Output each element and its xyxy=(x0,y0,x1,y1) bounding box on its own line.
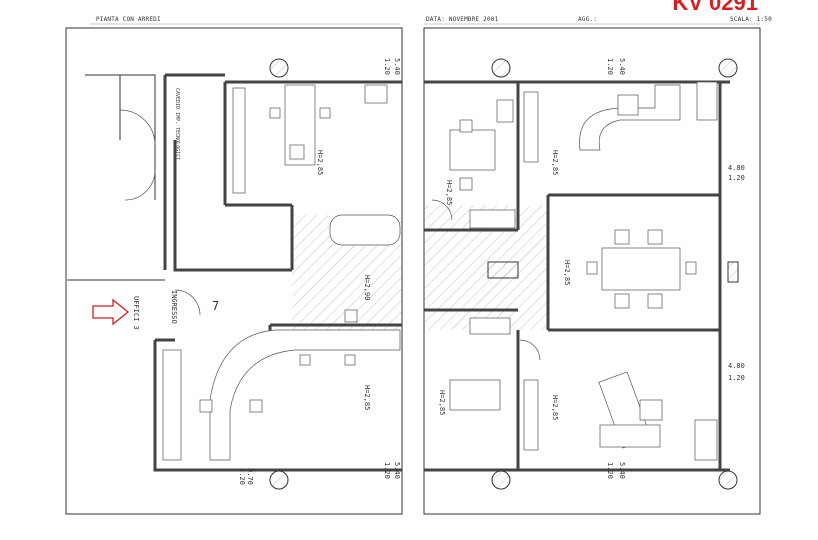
dimension: 4.80 xyxy=(728,362,745,370)
height-label: H=2,85 xyxy=(316,150,324,175)
dimension: 1.20 xyxy=(728,374,745,382)
walls-right xyxy=(424,80,730,472)
entrance-label: INGRESSO xyxy=(170,290,178,324)
reference-code: KV 0291 xyxy=(672,0,758,15)
height-label: H=2,85 xyxy=(445,180,453,205)
height-label: H=2,85 xyxy=(551,395,559,420)
walls-left xyxy=(153,73,402,472)
columns xyxy=(269,58,739,490)
entrance-note: UFFICI 3 xyxy=(132,296,140,330)
dimension: 0.70 xyxy=(246,468,254,485)
drawing-date: DATA: NOVEMBRE 2001 xyxy=(426,16,499,23)
dimension: 1.20 xyxy=(728,174,745,182)
drawing-title: PIANTA CON ARREDI xyxy=(96,16,161,23)
dimension: 1.20 xyxy=(606,58,614,75)
shaft-label: CAVEDIO IMP. TECNOLOGICI xyxy=(174,88,180,160)
dimension: 2.20 xyxy=(238,468,246,485)
dimension: 5.40 xyxy=(618,58,626,75)
doors xyxy=(119,109,541,361)
drawing-scale: SCALA: 1:50 xyxy=(730,16,772,23)
dimension: 1.20 xyxy=(383,58,391,75)
height-label: H=2,85 xyxy=(551,150,559,175)
dimension: 5.40 xyxy=(393,58,401,75)
dimension: 5.40 xyxy=(393,462,401,479)
walls-stair xyxy=(85,74,156,200)
height-label: H=2,85 xyxy=(363,385,371,410)
height-label: H=2,90 xyxy=(363,275,371,300)
entrance-arrow-icon xyxy=(92,298,130,326)
height-label: H=2,85 xyxy=(563,260,571,285)
dimension: 4.80 xyxy=(728,164,745,172)
height-label: H=2,85 xyxy=(438,390,446,415)
drawing-update: AGG.: xyxy=(578,16,598,23)
room-number: 7 xyxy=(212,299,219,313)
dimension: 1.20 xyxy=(606,462,614,479)
dimension: 1.20 xyxy=(383,462,391,479)
corridor-hatch xyxy=(424,205,548,330)
dimension: 5.40 xyxy=(618,462,626,479)
furniture xyxy=(162,81,718,461)
